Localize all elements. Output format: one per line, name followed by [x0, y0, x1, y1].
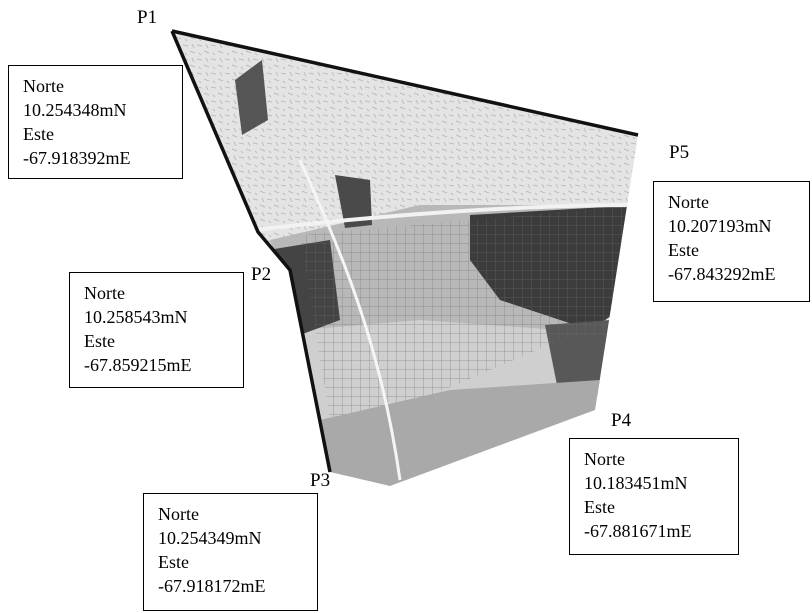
coord-box-p4: Norte 10.183451mN Este -67.881671mE	[569, 438, 739, 555]
norte-label: Norte	[23, 76, 64, 96]
boundary-west	[170, 30, 332, 473]
dark-zone-southeast	[545, 320, 610, 400]
road-main	[254, 203, 638, 232]
norte-value: 10.254349mN	[158, 528, 262, 548]
road-river	[298, 159, 402, 481]
este-value: -67.843292mE	[668, 264, 776, 284]
point-label-p1: P1	[137, 7, 158, 28]
este-label: Este	[584, 497, 615, 517]
este-label: Este	[23, 124, 54, 144]
southern-field	[320, 380, 600, 486]
norte-value: 10.207193mN	[668, 216, 772, 236]
norte-label: Norte	[84, 283, 125, 303]
este-value: -67.881671mE	[584, 521, 692, 541]
norte-value: 10.183451mN	[584, 473, 688, 493]
norte-label: Norte	[158, 504, 199, 524]
coord-box-p1: Norte 10.254348mN Este -67.918392mE	[8, 65, 183, 179]
norte-value: 10.258543mN	[84, 307, 188, 327]
este-value: -67.918172mE	[158, 576, 266, 596]
este-label: Este	[668, 240, 699, 260]
street-grid	[300, 205, 638, 420]
este-value: -67.859215mE	[84, 355, 192, 375]
este-label: Este	[158, 552, 189, 572]
point-label-p2: P2	[251, 264, 272, 285]
map-image	[172, 31, 638, 486]
point-label-p3: P3	[310, 470, 331, 491]
point-label-p4: P4	[611, 410, 632, 431]
norte-label: Norte	[584, 449, 625, 469]
norte-value: 10.254348mN	[23, 100, 127, 120]
dark-block-northwest	[235, 60, 268, 135]
coord-box-p3: Norte 10.254349mN Este -67.918172mE	[143, 493, 318, 611]
boundary-north	[171, 29, 639, 137]
este-label: Este	[84, 331, 115, 351]
este-value: -67.918392mE	[23, 148, 131, 168]
norte-label: Norte	[668, 192, 709, 212]
point-label-p5: P5	[669, 142, 690, 163]
dark-block-north	[335, 175, 372, 228]
coord-box-p2: Norte 10.258543mN Este -67.859215mE	[69, 272, 244, 388]
coord-box-p5: Norte 10.207193mN Este -67.843292mE	[653, 181, 810, 302]
